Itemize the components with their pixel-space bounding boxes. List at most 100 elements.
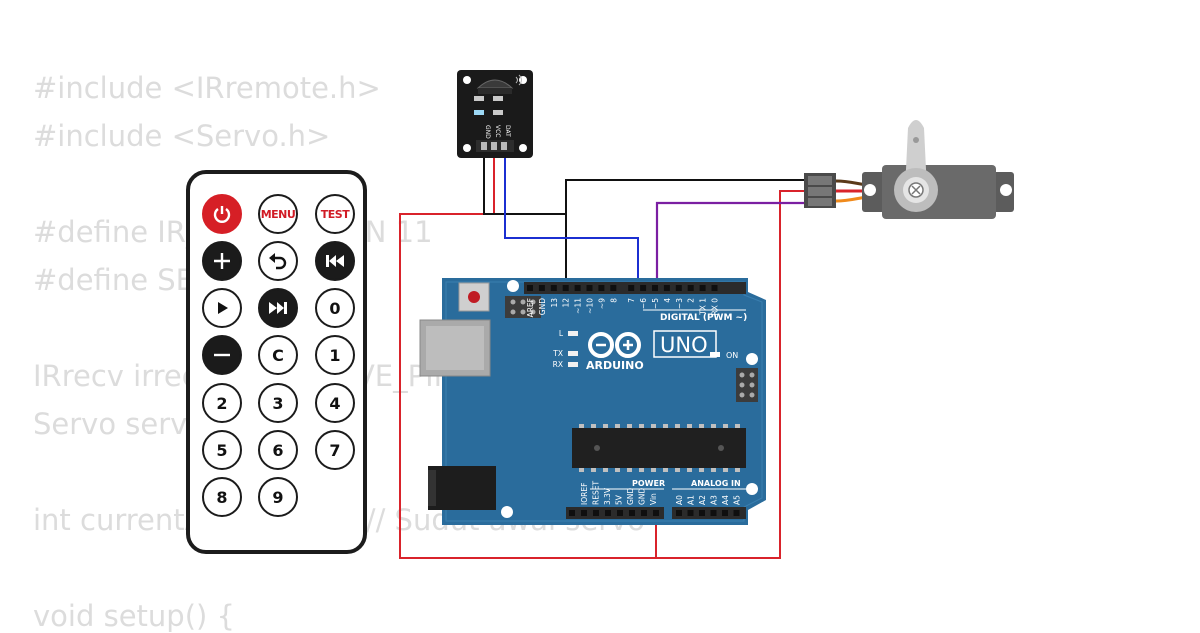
digital-pin-hole[interactable]: [610, 285, 617, 291]
digital-pin-hole[interactable]: [652, 285, 658, 291]
ir-pin-label-gnd: GND: [484, 125, 491, 139]
wire-black-servo-gnd[interactable]: [565, 179, 808, 288]
digit-0-button[interactable]: 0: [315, 288, 355, 328]
status-led: [568, 362, 578, 367]
wire-purple-servo-signal[interactable]: [655, 201, 808, 288]
previous-button[interactable]: [315, 241, 355, 281]
ir-receiver-module[interactable]: GND VCC DAT: [457, 70, 533, 158]
digital-pin-hole[interactable]: [675, 285, 682, 291]
analog-pin-hole[interactable]: [733, 510, 740, 516]
power-pin-header[interactable]: [566, 507, 664, 519]
menu-button[interactable]: MENU: [258, 194, 298, 234]
analog-pin-label: A1: [687, 495, 696, 505]
wire-black-ir-gnd[interactable]: [483, 150, 567, 288]
digital-pin-hole[interactable]: [640, 285, 647, 291]
power-pin-label: IOREF: [580, 483, 589, 505]
power-pin-hole[interactable]: [653, 510, 659, 516]
digital-pin-label: 8: [609, 298, 618, 303]
digital-pin-hole[interactable]: [663, 285, 670, 291]
digital-pin-hole[interactable]: [527, 285, 533, 291]
power-pin-hole[interactable]: [617, 510, 623, 516]
digit-9-button[interactable]: 9: [258, 477, 298, 517]
ir-pin-label-vcc: VCC: [494, 125, 501, 137]
power-pin-label: 5V: [615, 494, 624, 505]
digital-label: DIGITAL (PWM ~): [660, 313, 747, 323]
play-icon: [215, 301, 229, 315]
digital-pin-hole[interactable]: [562, 285, 569, 291]
power-icon: [211, 203, 233, 225]
digit-3-button[interactable]: 3: [258, 383, 298, 423]
model-label: UNO: [660, 333, 708, 357]
analog-pin-hole[interactable]: [676, 510, 682, 516]
remote-button-label: C: [272, 345, 284, 365]
power-pin-hole[interactable]: [629, 510, 635, 516]
test-button[interactable]: TEST: [315, 194, 355, 234]
status-led: [568, 351, 578, 356]
remote-button-label: 2: [216, 393, 228, 413]
minus-button[interactable]: [202, 335, 242, 375]
digit-7-button[interactable]: 7: [315, 430, 355, 470]
power-pin-label: Vin: [649, 493, 658, 505]
power-pin-hole[interactable]: [605, 510, 611, 516]
digital-pin-label: 7: [627, 298, 636, 303]
analog-pin-hole[interactable]: [710, 510, 717, 516]
analog-pin-hole[interactable]: [699, 510, 705, 516]
led-label: RX: [553, 360, 563, 369]
digit-5-button[interactable]: 5: [202, 430, 242, 470]
power-pin-label: RESET: [592, 481, 601, 505]
signal-icon: [515, 74, 522, 86]
remote-button-label: MENU: [260, 207, 296, 221]
digital-pin-hole[interactable]: [574, 285, 581, 291]
digit-8-button[interactable]: 8: [202, 477, 242, 517]
icsp-header-right: [736, 368, 758, 402]
next-button[interactable]: [258, 288, 298, 328]
digital-pin-hole[interactable]: [699, 285, 706, 291]
power-pin-hole[interactable]: [581, 510, 587, 516]
digit-6-button[interactable]: 6: [258, 430, 298, 470]
ir-pin-label-dat: DAT: [504, 125, 511, 137]
digital-pin-hole[interactable]: [598, 285, 605, 291]
back-button[interactable]: [258, 241, 298, 281]
digital-pin-label: RX 0: [711, 298, 720, 316]
digital-pin-hole[interactable]: [628, 285, 635, 291]
arduino-logo-text: ARDUINO: [586, 359, 644, 372]
reset-button[interactable]: [458, 282, 490, 312]
digital-pin-hole[interactable]: [711, 285, 718, 291]
clear-button[interactable]: C: [258, 335, 298, 375]
code-line: void setup() {: [33, 599, 235, 633]
power-pin-hole[interactable]: [593, 510, 599, 516]
digital-pin-hole[interactable]: [538, 285, 545, 291]
dc-power-jack[interactable]: [428, 466, 496, 510]
analog-pin-hole[interactable]: [687, 510, 694, 516]
led-label: L: [559, 329, 564, 338]
code-line: #include <IRremote.h>: [33, 71, 381, 105]
digit-1-button[interactable]: 1: [315, 335, 355, 375]
digital-pin-label: ~3: [675, 298, 684, 309]
analog-pin-label: A2: [698, 495, 707, 505]
power-pin-label: 3.3V: [603, 487, 612, 505]
power-pin-hole[interactable]: [641, 510, 647, 516]
power-pin-hole[interactable]: [569, 510, 575, 516]
play-button[interactable]: [202, 288, 242, 328]
power-button[interactable]: [202, 194, 242, 234]
digital-pin-hole[interactable]: [550, 285, 557, 291]
digital-pin-label: TX 1: [699, 298, 708, 316]
digital-pin-header[interactable]: [524, 282, 746, 294]
analog-pin-header[interactable]: [672, 507, 746, 519]
digital-pin-hole[interactable]: [586, 285, 593, 291]
remote-button-label: 4: [329, 393, 341, 413]
servo-motor[interactable]: [804, 120, 1014, 219]
plus-button[interactable]: [202, 241, 242, 281]
wire-red-vcc[interactable]: [399, 150, 657, 559]
wire-blue-ir-data[interactable]: [504, 150, 639, 288]
usb-port[interactable]: [419, 319, 491, 377]
digit-2-button[interactable]: 2: [202, 383, 242, 423]
digit-4-button[interactable]: 4: [315, 383, 355, 423]
wire-red-servo-vcc[interactable]: [656, 190, 808, 559]
back-arrow-icon: [267, 250, 289, 272]
digital-pin-hole[interactable]: [687, 285, 694, 291]
analog-pin-label: A0: [675, 495, 684, 505]
analog-pin-hole[interactable]: [722, 510, 728, 516]
